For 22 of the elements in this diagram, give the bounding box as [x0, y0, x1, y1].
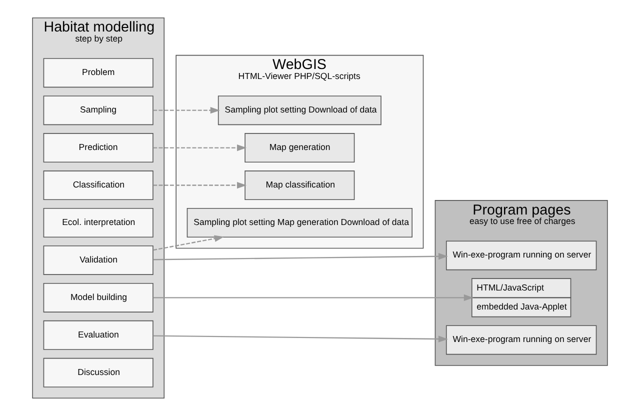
- node-box: Ecol. interpretation: [43, 208, 154, 238]
- node-box: Win-exe-program running on server: [446, 240, 597, 270]
- node-box: Model building: [43, 282, 154, 312]
- arrow: [153, 235, 224, 251]
- node-box: Prediction: [43, 133, 154, 163]
- arrow: [153, 106, 220, 114]
- node-box: Map classification: [244, 170, 355, 200]
- node-box: Validation: [43, 245, 154, 275]
- node-box: Classification: [43, 170, 154, 200]
- node-box: Map generation: [244, 133, 355, 163]
- arrow: [153, 253, 448, 260]
- node-box: Problem: [43, 58, 154, 88]
- arrow: [153, 294, 474, 302]
- node-box: Discussion: [43, 358, 154, 388]
- arrow: [153, 335, 448, 342]
- node-box: Evaluation: [43, 320, 154, 350]
- node-box: Sampling plot setting Download of data: [218, 96, 382, 126]
- node-box: Win-exe-program running on server: [446, 325, 597, 355]
- node-box: Sampling plot setting Map generation Download of data: [186, 208, 412, 238]
- node-box: Sampling: [43, 96, 154, 126]
- arrow: [153, 182, 247, 189]
- arrow: [153, 144, 247, 152]
